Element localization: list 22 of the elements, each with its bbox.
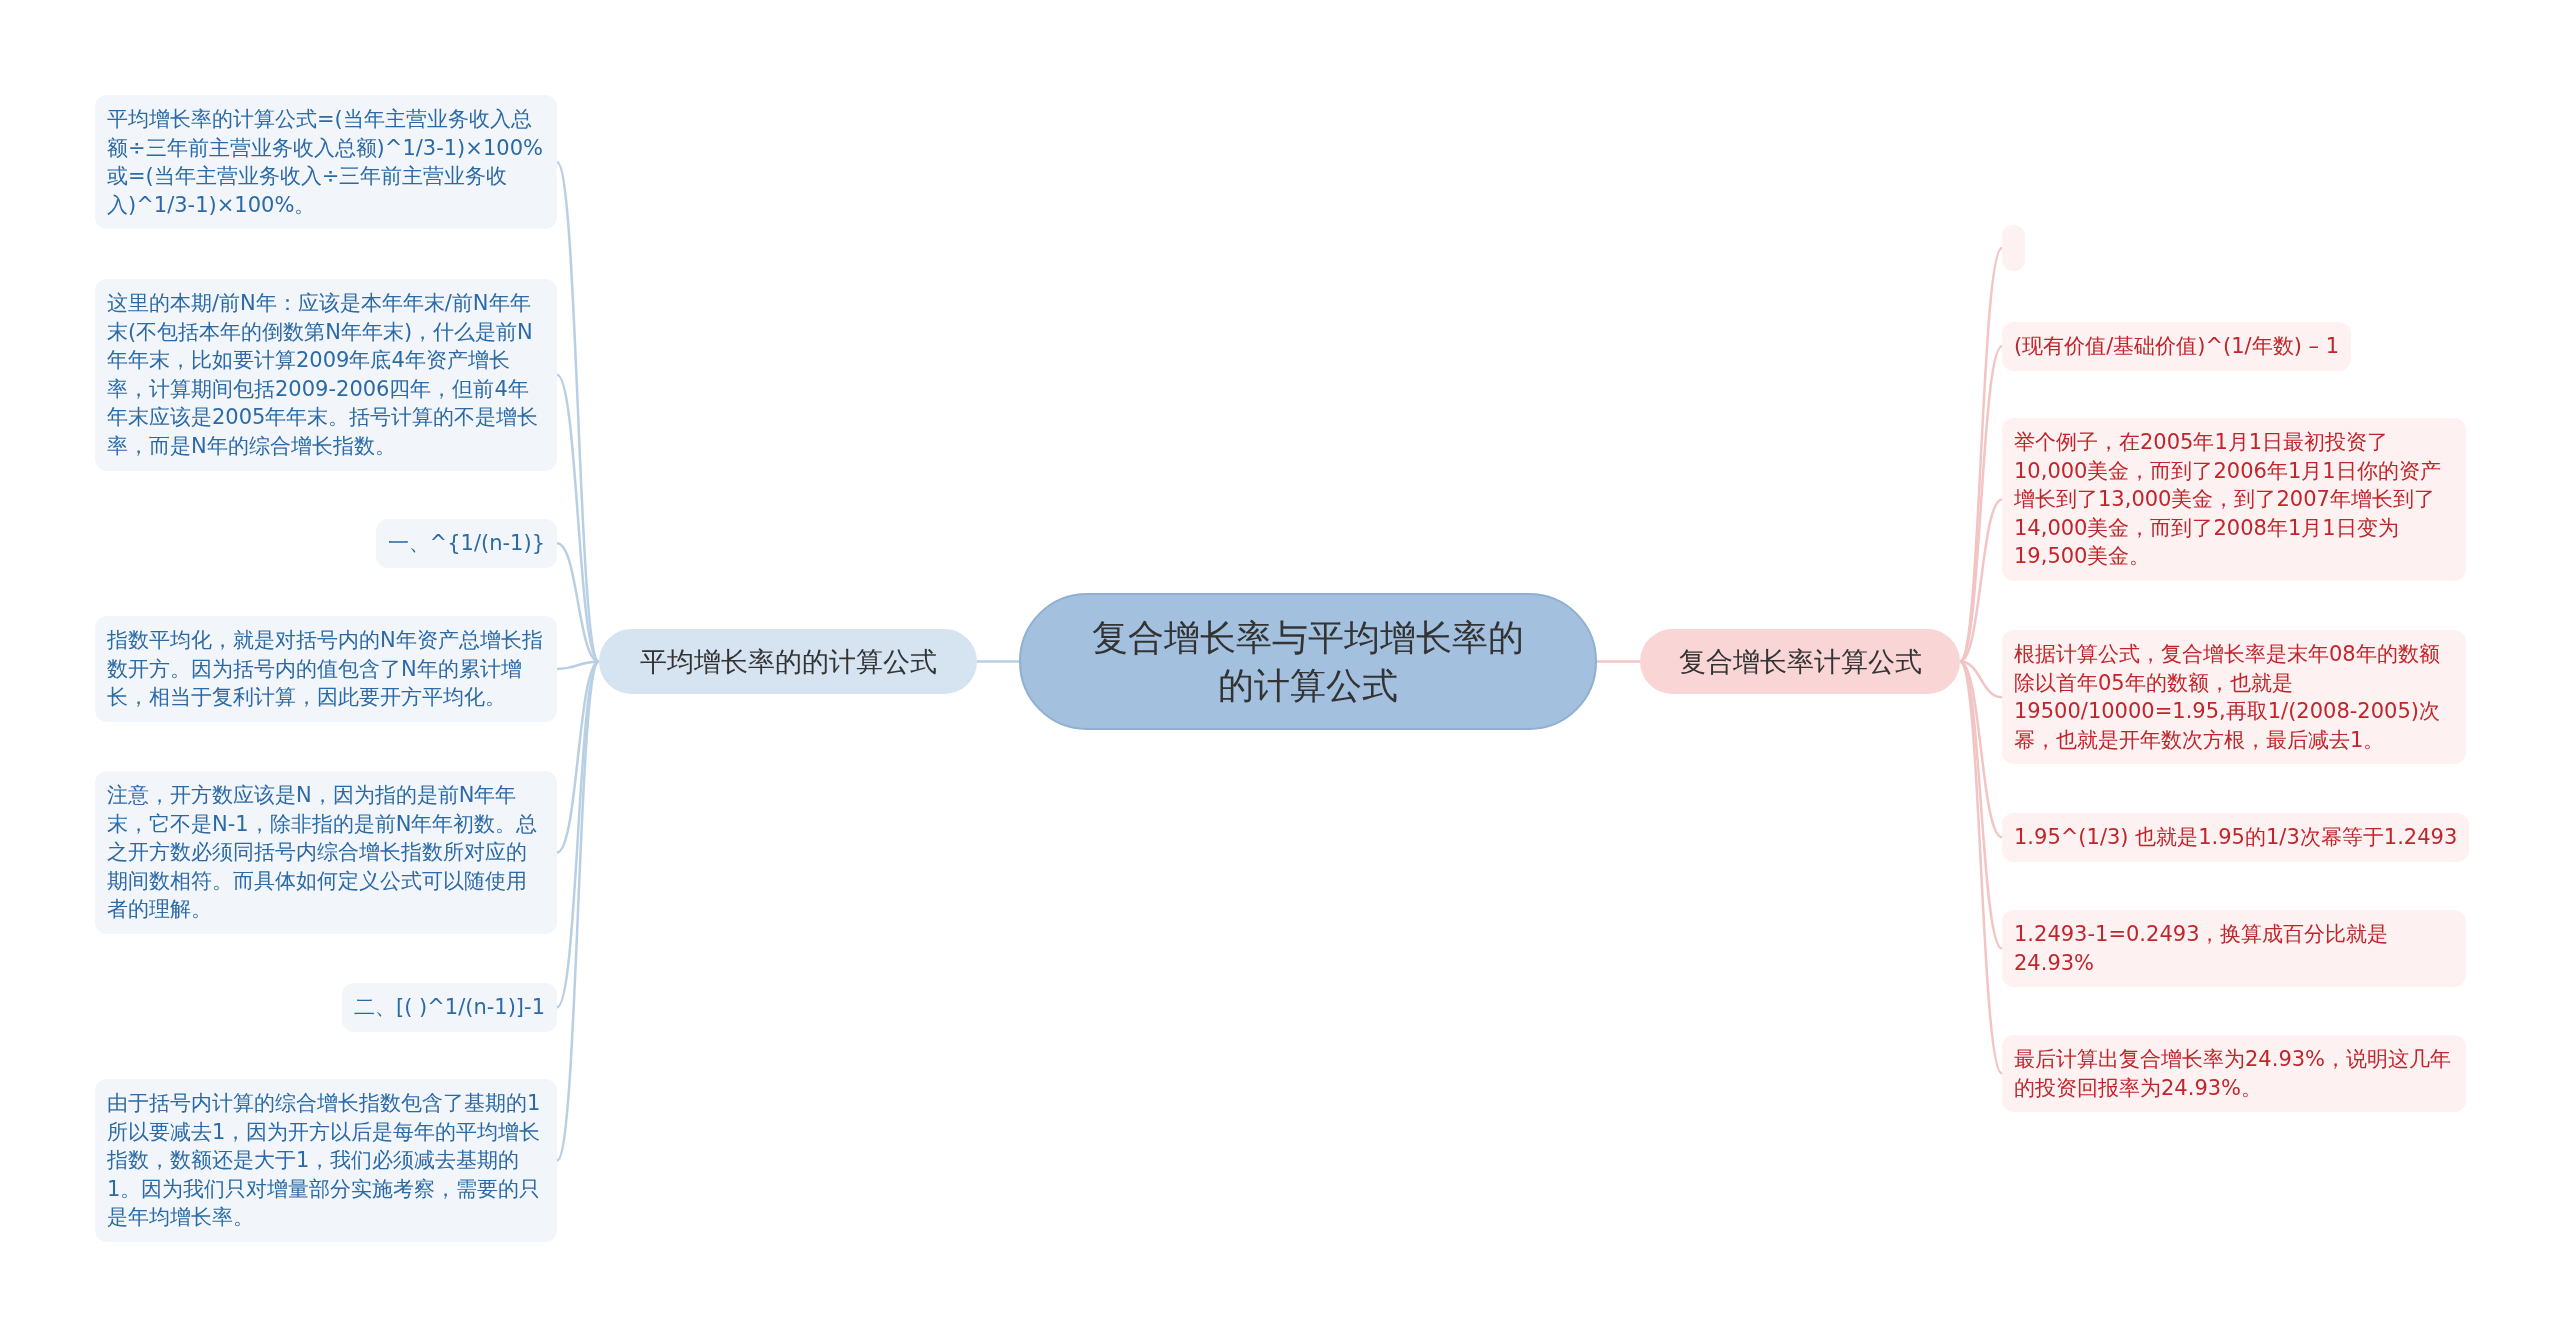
connector-line <box>555 161 601 663</box>
note-card: (现有价值/基础价值)^(1/年数) – 1 <box>2002 322 2352 371</box>
note-card: 最后计算出复合增长率为24.93%，说明这几年的投资回报率为24.93%。 <box>2002 1035 2466 1113</box>
note-card: 1.2493-1=0.2493，换算成百分比就是24.93% <box>2002 910 2466 988</box>
note-card: 这里的本期/前N年：应该是本年年末/前N年年末(不包括本年的倒数第N年年末)，什么是前N年年末，比如要计算2009年底4年资产增长率，计算期间包括2009-2006四年，但前4年年末应该是2005年年末。括号计算的不是增长率，而是N年的综合增长指数。 <box>95 279 557 471</box>
note-card: 指数平均化，就是对括号内的N年资产总增长指数开方。因为括号内的值包含了N年的累计增长，相当于复利计算，因此要开方平均化。 <box>95 616 557 722</box>
connector-line <box>977 660 1019 663</box>
empty-card <box>2002 225 2025 271</box>
connector-line <box>1958 660 2004 1075</box>
note-card: 举个例子，在2005年1月1日最初投资了10,000美金，而到了2006年1月1日你的资产增长到了13,000美金，到了2007年增长到了14,000美金，而到了2008年1月1日变为19,500美金。 <box>2002 418 2466 581</box>
connector-line <box>1597 660 1640 663</box>
note-card: 一、^{1/(n-1)} <box>375 519 557 568</box>
branch-topic: 平均增长率的的计算公式 <box>599 629 977 694</box>
note-card: 平均增长率的计算公式=(当年主营业务收入总额÷三年前主营业务收入总额)^1/3-1)×100%或=(当年主营业务收入÷三年前主营业务收入)^1/3-1)×100%。 <box>95 95 557 230</box>
note-card: 根据计算公式，复合增长率是末年08年的数额除以首年05年的数额，也就是19500/10000=1.95,再取1/(2008-2005)次幂，也就是开年数次方根，最后减去1。 <box>2002 630 2466 765</box>
central-topic: 复合增长率与平均增长率的的计算公式 <box>1019 593 1597 730</box>
note-card: 1.95^(1/3) 也就是1.95的1/3次幂等于1.2493 <box>2002 813 2470 862</box>
note-card: 注意，开方数应该是N，因为指的是前N年年末，它不是N-1，除非指的是前N年年初数。总之开方数必须同括号内综合增长指数所对应的期间数相符。而具体如何定义公式可以随使用者的理解。 <box>95 771 557 934</box>
note-card: 二、[( )^1/(n-1)]-1 <box>341 983 557 1032</box>
note-card: 由于括号内计算的综合增长指数包含了基期的1所以要减去1，因为开方以后是每年的平均增长指数，数额还是大于1，我们必须减去基期的1。因为我们只对增量部分实施考察，需要的只是年均增长率。 <box>95 1079 557 1242</box>
branch-topic: 复合增长率计算公式 <box>1640 629 1960 694</box>
connector-line <box>555 660 601 1162</box>
